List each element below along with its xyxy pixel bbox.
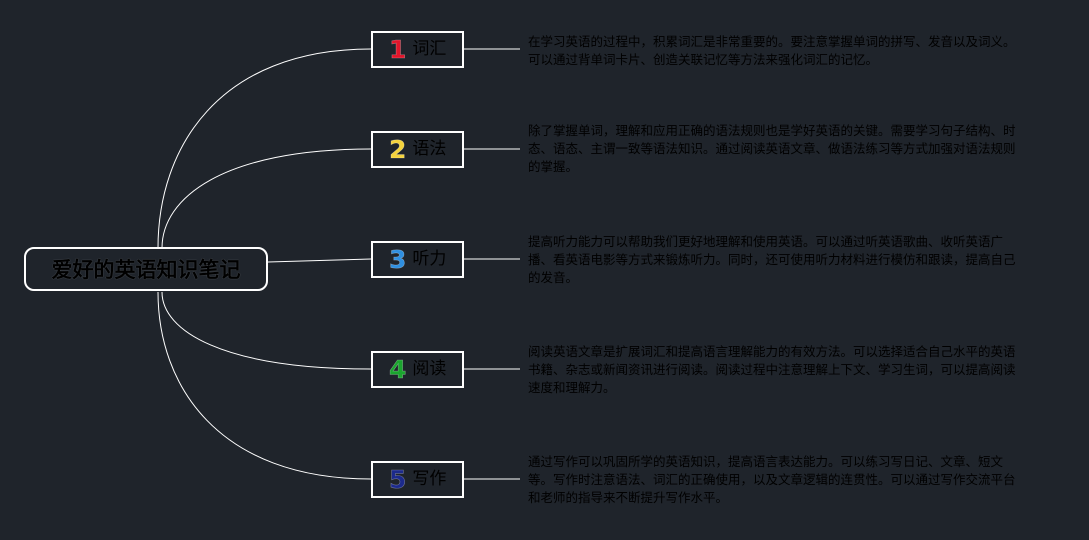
branch-label-grammar: 语法 xyxy=(412,139,447,159)
branch-number-3: 3 xyxy=(389,245,407,274)
connector-curve-reading xyxy=(161,291,372,370)
branch-node-grammar[interactable]: 2 语法 xyxy=(371,131,464,168)
connector-curve-vocabulary xyxy=(157,48,372,249)
branch-label-writing: 写作 xyxy=(412,469,447,489)
branch-label-listening: 听力 xyxy=(412,249,447,269)
root-title: 爱好的英语知识笔记 xyxy=(51,258,241,282)
connector-curve-listening xyxy=(267,258,372,263)
branch-number-2: 2 xyxy=(389,135,407,164)
branch-node-reading[interactable]: 4 阅读 xyxy=(371,351,464,388)
branch-number-5: 5 xyxy=(389,465,407,494)
connector-curve-writing xyxy=(157,291,372,480)
branch-node-vocabulary[interactable]: 1 词汇 xyxy=(371,31,464,68)
branch-label-vocabulary: 词汇 xyxy=(412,39,447,59)
branch-description-grammar: 除了掌握单词，理解和应用正确的语法规则也是学好英语的关键。需要学习句子结构、时态… xyxy=(528,123,1016,174)
branch-node-writing[interactable]: 5 写作 xyxy=(371,461,464,498)
branch-label-reading: 阅读 xyxy=(412,359,447,379)
branch-number-1: 1 xyxy=(389,35,407,64)
branch-description-vocabulary: 在学习英语的过程中，积累词汇是非常重要的。要注意掌握单词的拼写、发音以及词义。可… xyxy=(528,34,1016,67)
branch-node-listening[interactable]: 3 听力 xyxy=(371,241,464,278)
root-node[interactable]: 爱好的英语知识笔记 xyxy=(24,247,268,291)
branch-description-writing: 通过写作可以巩固所学的英语知识，提高语言表达能力。可以练习写日记、文章、短文等。… xyxy=(528,454,1016,505)
branch-description-reading: 阅读英语文章是扩展词汇和提高语言理解能力的有效方法。可以选择适合自己水平的英语书… xyxy=(528,344,1016,395)
branch-description-listening: 提高听力能力可以帮助我们更好地理解和使用英语。可以通过听英语歌曲、收听英语广播、… xyxy=(528,234,1016,285)
connector-curve-grammar xyxy=(161,148,372,249)
branch-number-4: 4 xyxy=(389,355,407,384)
